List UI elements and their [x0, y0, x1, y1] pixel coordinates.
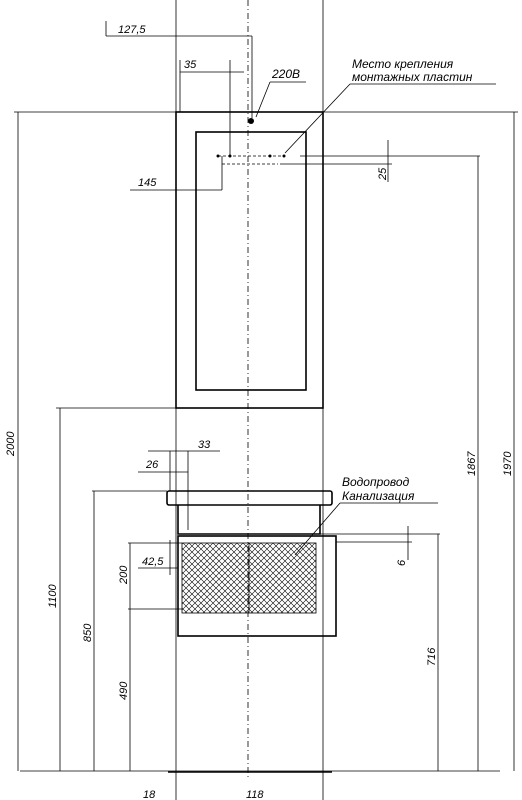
dim-1100: 1100	[47, 583, 59, 608]
dim-6: 6	[396, 559, 408, 566]
dim-1867: 1867	[466, 451, 478, 476]
label-water-supply: Водопровод	[342, 475, 410, 489]
dim-18: 18	[143, 789, 156, 800]
vanity-cabinet	[178, 536, 336, 636]
dim-127-5: 127,5	[118, 24, 146, 36]
dim-33: 33	[198, 439, 211, 451]
extension-lines	[14, 21, 518, 609]
dim-42-5: 42,5	[142, 556, 164, 568]
dim-25: 25	[377, 167, 389, 181]
dim-850: 850	[82, 623, 94, 642]
label-mount-line2: монтажных пластин	[352, 70, 473, 84]
label-mount-line1: Место крепления	[352, 57, 454, 71]
dim-35: 35	[184, 59, 197, 71]
dim-200: 200	[118, 565, 130, 585]
floor	[20, 771, 500, 772]
washbasin	[167, 491, 332, 534]
dim-118: 118	[246, 789, 264, 800]
dim-220v: 220В	[271, 67, 300, 81]
dim-716: 716	[426, 647, 438, 666]
dimension-lines	[18, 36, 514, 771]
dim-1970: 1970	[502, 451, 514, 476]
dim-145: 145	[138, 177, 157, 189]
dim-490: 490	[118, 681, 130, 700]
dim-2000: 2000	[5, 431, 17, 457]
label-sewer: Канализация	[342, 489, 415, 503]
dim-26: 26	[145, 459, 159, 471]
